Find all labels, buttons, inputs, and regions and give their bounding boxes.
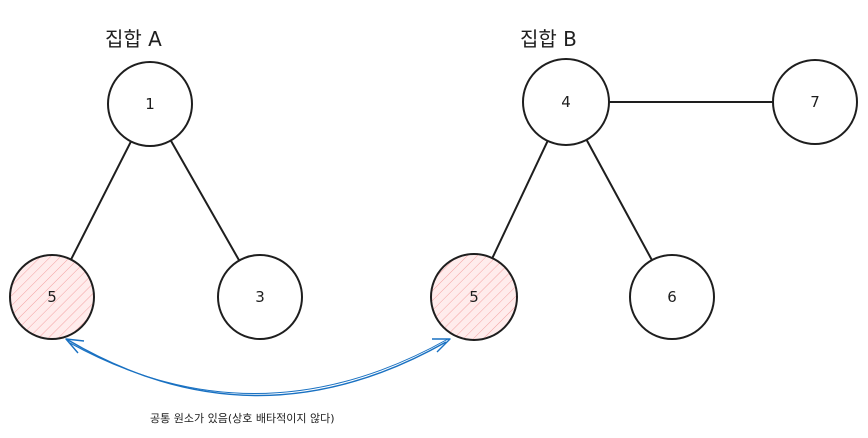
- node-circle: [629, 254, 715, 340]
- node-a5: 5: [9, 254, 95, 340]
- shared-node-circle: [430, 253, 518, 341]
- edge-a1-a3: [169, 139, 241, 262]
- set-title-a: 집합 A: [105, 27, 162, 51]
- node-circle: [217, 254, 303, 340]
- node-circle: [107, 61, 193, 147]
- edges: [70, 101, 774, 262]
- node-b5: 5: [430, 253, 518, 341]
- shared-node-circle: [9, 254, 95, 340]
- set-title-b: 집합 B: [520, 27, 577, 51]
- node-b4: 4: [522, 58, 610, 146]
- arrowhead-right: [432, 338, 451, 353]
- nodes: 1 5 3 4 7 5 6: [9, 58, 858, 341]
- node-label: 3: [255, 288, 265, 306]
- node-label: 6: [667, 288, 677, 306]
- node-label: 7: [810, 93, 820, 111]
- edge-b4-b6: [585, 138, 653, 262]
- node-label: 5: [469, 288, 479, 306]
- node-label: 1: [145, 95, 155, 113]
- node-a3: 3: [217, 254, 303, 340]
- relation-curve: [67, 339, 447, 397]
- edge-b4-b5: [491, 139, 549, 260]
- node-b7: 7: [772, 59, 858, 145]
- node-circle: [522, 58, 610, 146]
- relation-curve-sketch: [69, 338, 449, 394]
- edge-a1-a5: [70, 140, 132, 261]
- relation-caption: 공통 원소가 있음(상호 배타적이지 않다): [150, 412, 335, 425]
- node-label: 5: [47, 288, 57, 306]
- node-a1: 1: [107, 61, 193, 147]
- node-b6: 6: [629, 254, 715, 340]
- shared-element-arrow: [65, 338, 451, 397]
- node-label: 4: [561, 93, 571, 111]
- arrowhead-left: [65, 338, 85, 354]
- node-circle: [772, 59, 858, 145]
